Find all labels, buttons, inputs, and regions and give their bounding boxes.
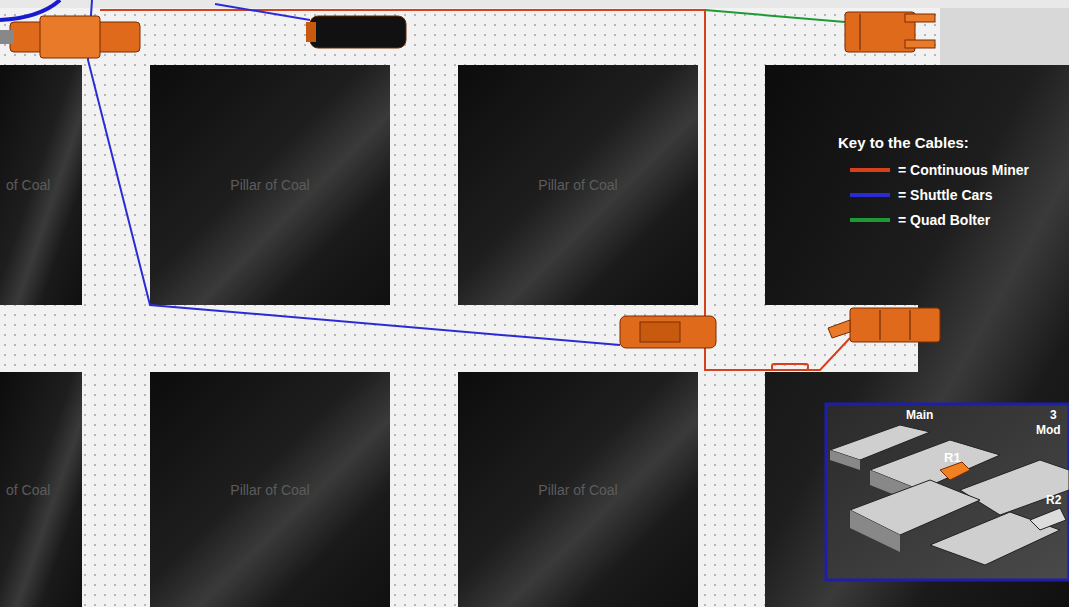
coal-pillar: Pillar of Coal bbox=[458, 372, 698, 607]
pillar-label: Pillar of Coal bbox=[230, 177, 309, 193]
pillar-label: Pillar of Coal bbox=[538, 177, 617, 193]
legend-text: = Quad Bolter bbox=[898, 212, 990, 228]
continuous-miner bbox=[828, 308, 940, 342]
continuous-miner bbox=[0, 16, 140, 58]
legend-swatch bbox=[850, 168, 890, 172]
coal-pillar: of Coal bbox=[0, 65, 82, 305]
legend-row: = Continuous Miner bbox=[850, 162, 1029, 178]
legend-text: = Continuous Miner bbox=[898, 162, 1029, 178]
coal-pillar: of Coal bbox=[0, 372, 82, 607]
shuttle-car bbox=[306, 16, 406, 48]
inset-label: Main bbox=[906, 408, 933, 422]
pillar-label: Pillar of Coal bbox=[538, 482, 617, 498]
inset-label: R1 bbox=[944, 450, 961, 465]
shuttle-car bbox=[620, 316, 716, 348]
pillar-label: of Coal bbox=[6, 177, 50, 193]
coal-pillar: Pillar of Coal bbox=[150, 372, 390, 607]
coal-pillar: Pillar of Coal bbox=[150, 65, 390, 305]
legend-text: = Shuttle Cars bbox=[898, 187, 993, 203]
coal-pillar: Pillar of Coal bbox=[458, 65, 698, 305]
inset-3d-view bbox=[826, 404, 1069, 580]
inset-label: R2 bbox=[1046, 493, 1061, 507]
legend-row: = Quad Bolter bbox=[850, 212, 990, 228]
pillar-label: of Coal bbox=[6, 482, 50, 498]
quad-bolter bbox=[845, 12, 935, 52]
legend-row: = Shuttle Cars bbox=[850, 187, 993, 203]
pillar-label: Pillar of Coal bbox=[230, 482, 309, 498]
inset-label: Mod bbox=[1036, 423, 1061, 437]
legend-title: Key to the Cables: bbox=[838, 134, 969, 151]
legend-swatch bbox=[850, 218, 890, 222]
inset-label: 3 bbox=[1050, 408, 1057, 422]
legend-swatch bbox=[850, 193, 890, 197]
